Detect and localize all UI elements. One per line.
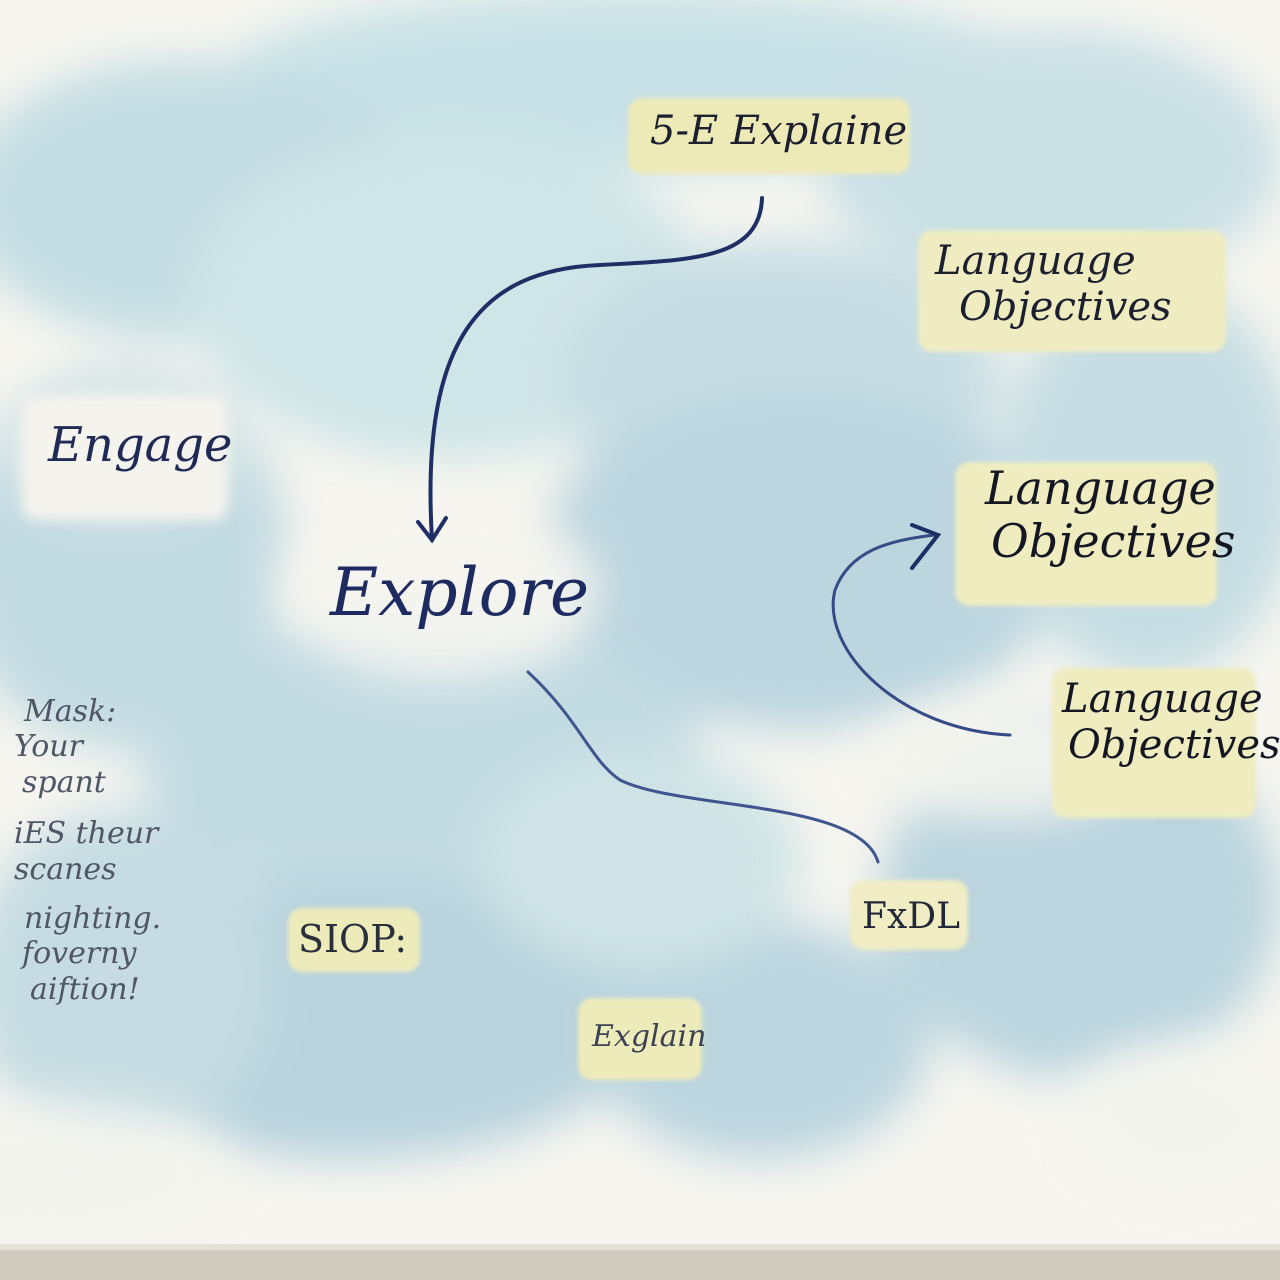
language-objectives-top: Language Objectives (935, 238, 1172, 330)
arrow-language-to-language (831, 533, 1012, 737)
objectives-word: Objectives (991, 513, 1236, 568)
side-note-line: scanes (14, 851, 117, 887)
side-note-line: iES theur (14, 816, 159, 852)
siop-label: SIOP: (298, 917, 408, 961)
engage-label: Engage (48, 417, 233, 473)
arrowhead-down (416, 516, 448, 544)
highlight-fxdl (850, 880, 968, 950)
arrowhead-right (910, 523, 942, 570)
side-note-line: aiftion! (30, 971, 140, 1007)
highlight-language-mid (955, 462, 1217, 606)
clearing-engage (22, 396, 228, 520)
side-note: Mask: Your spant iES theur scanes nighti… (14, 694, 161, 1007)
highlight-explain-small (578, 998, 702, 1080)
side-note-line: Mask: (24, 694, 117, 729)
explaine-title: 5-E Explaine (650, 108, 908, 154)
fxdl-label: FxDL (862, 896, 961, 937)
explain-small-label: Exglain (592, 1019, 707, 1054)
language-word: Language (935, 238, 1136, 284)
objectives-word: Objectives (959, 284, 1172, 330)
highlight-language-bottom (1052, 668, 1256, 818)
side-note-line: nighting. (24, 900, 162, 936)
arrow-explaine-to-explore (428, 196, 764, 542)
side-note-line: Your (14, 729, 83, 765)
objectives-word: Objectives (1068, 722, 1280, 768)
language-objectives-mid: Language Objectives (985, 462, 1235, 568)
explore-label: Explore (330, 554, 590, 631)
language-word: Language (985, 461, 1216, 515)
language-objectives-bottom: Language Objectives (1062, 676, 1280, 768)
side-note-line: spant (22, 764, 106, 800)
highlight-language-top (918, 230, 1226, 352)
side-note-line: foverny (22, 936, 137, 972)
highlight-siop (288, 908, 420, 972)
arrow-explore-to-fxdl (526, 670, 880, 864)
language-word: Language (1062, 676, 1263, 722)
highlight-explaine (628, 98, 910, 174)
